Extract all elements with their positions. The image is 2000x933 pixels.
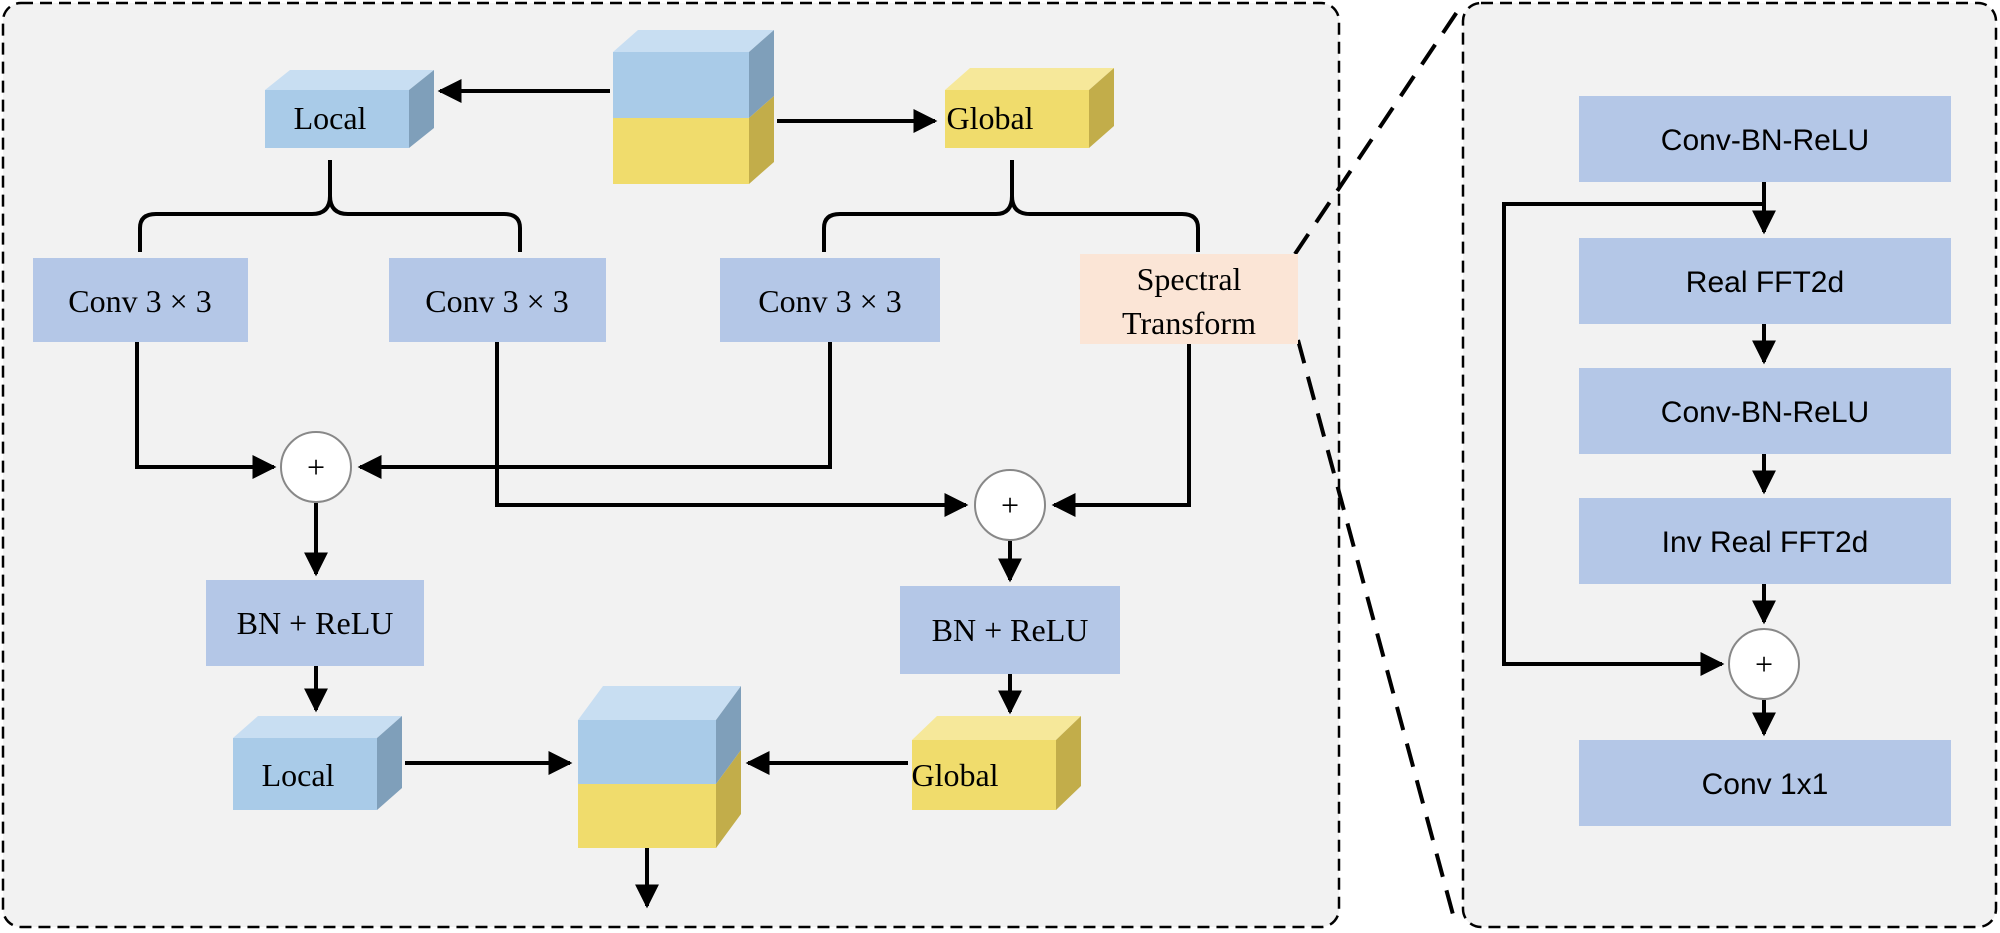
block-real-fft2d: Real FFT2d — [1579, 238, 1951, 324]
local-brace — [138, 160, 522, 252]
output-cube — [578, 686, 741, 848]
conv-label-1: Conv 3 × 3 — [68, 283, 211, 319]
conv-label-3: Conv 3 × 3 — [758, 283, 901, 319]
block-label-1: Conv-BN-ReLU — [1661, 124, 1869, 157]
zoom-line-bottom — [1296, 339, 1457, 923]
input-cube — [613, 30, 774, 184]
plus-node-right: + — [974, 469, 1046, 541]
bn-relu-label-right: BN + ReLU — [932, 612, 1089, 648]
local-label-bottom: Local — [262, 757, 335, 793]
conv2-to-plus-right — [495, 342, 969, 517]
local-cube-top: Local — [265, 70, 434, 148]
plus-node-left: + — [280, 431, 352, 503]
conv-box-1: Conv 3 × 3 — [33, 258, 248, 342]
block-conv-bn-relu-1: Conv-BN-ReLU — [1579, 96, 1951, 182]
plus-node-fft: + — [1728, 628, 1800, 700]
bn-relu-box-right: BN + ReLU — [900, 586, 1120, 674]
global-cube-top: Global — [945, 68, 1114, 148]
plus-left-symbol: + — [307, 449, 325, 485]
global-brace — [822, 160, 1200, 252]
conv1-to-plus-left — [135, 342, 277, 479]
conv3-to-plus-left — [357, 342, 832, 479]
spectral-label-line1: Spectral — [1137, 261, 1242, 297]
conv-box-3: Conv 3 × 3 — [720, 258, 940, 342]
conv-box-2: Conv 3 × 3 — [389, 258, 606, 342]
spectral-label-line2: Transform — [1122, 305, 1256, 341]
skip-connection — [1502, 202, 1764, 676]
local-label-top: Local — [294, 100, 367, 136]
block-label-2: Real FFT2d — [1686, 266, 1844, 299]
bn-relu-box-left: BN + ReLU — [206, 580, 424, 666]
spectral-to-plus-right — [1051, 344, 1191, 517]
zoom-line-top — [1293, 1, 1465, 256]
block-label-5: Conv 1x1 — [1702, 768, 1829, 801]
block-label-4: Inv Real FFT2d — [1662, 526, 1869, 559]
block-conv-1x1: Conv 1x1 — [1579, 740, 1951, 826]
global-label-bottom: Global — [911, 757, 998, 793]
block-label-3: Conv-BN-ReLU — [1661, 396, 1869, 429]
global-label-top: Global — [946, 100, 1033, 136]
spectral-transform-box: Spectral Transform — [1080, 254, 1298, 344]
conv-label-2: Conv 3 × 3 — [425, 283, 568, 319]
right-panel — [1461, 1, 1998, 929]
local-cube-bottom: Local — [233, 716, 402, 810]
plus-fft-symbol: + — [1755, 646, 1773, 682]
bn-relu-label-left: BN + ReLU — [237, 605, 394, 641]
block-conv-bn-relu-2: Conv-BN-ReLU — [1579, 368, 1951, 454]
global-cube-bottom: Global — [911, 716, 1081, 810]
block-inv-real-fft2d: Inv Real FFT2d — [1579, 498, 1951, 584]
plus-right-symbol: + — [1001, 487, 1019, 523]
